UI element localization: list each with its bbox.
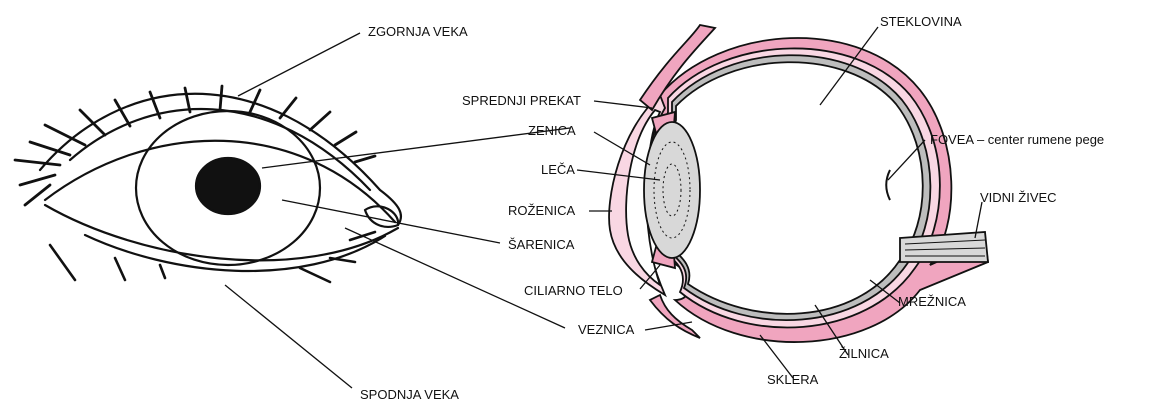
label-lens: LEČA — [541, 162, 575, 177]
label-lower-lid: SPODNJA VEKA — [360, 387, 459, 402]
label-cornea: ROŽENICA — [508, 203, 576, 218]
label-ciliary-body: CILIARNO TELO — [524, 283, 623, 298]
label-pupil: ZENICA — [528, 123, 576, 138]
label-optic-nerve: VIDNI ŽIVEC — [980, 190, 1057, 205]
label-conjunctiva: VEZNICA — [578, 322, 635, 337]
lens — [644, 122, 700, 258]
pupil — [196, 158, 260, 214]
label-upper-lid: ZGORNJA VEKA — [368, 24, 468, 39]
vitreous — [669, 62, 923, 314]
external-eye — [15, 86, 401, 282]
label-sclera: SKLERA — [767, 372, 819, 387]
label-retina: MREŽNICA — [898, 294, 966, 309]
label-choroid: ŽILNICA — [839, 346, 889, 361]
label-vitreous: STEKLOVINA — [880, 14, 962, 29]
label-iris: ŠARENICA — [508, 237, 575, 252]
label-anterior-chamber: SPREDNJI PREKAT — [462, 93, 581, 108]
label-fovea: FOVEA – center rumene pege — [930, 132, 1104, 147]
